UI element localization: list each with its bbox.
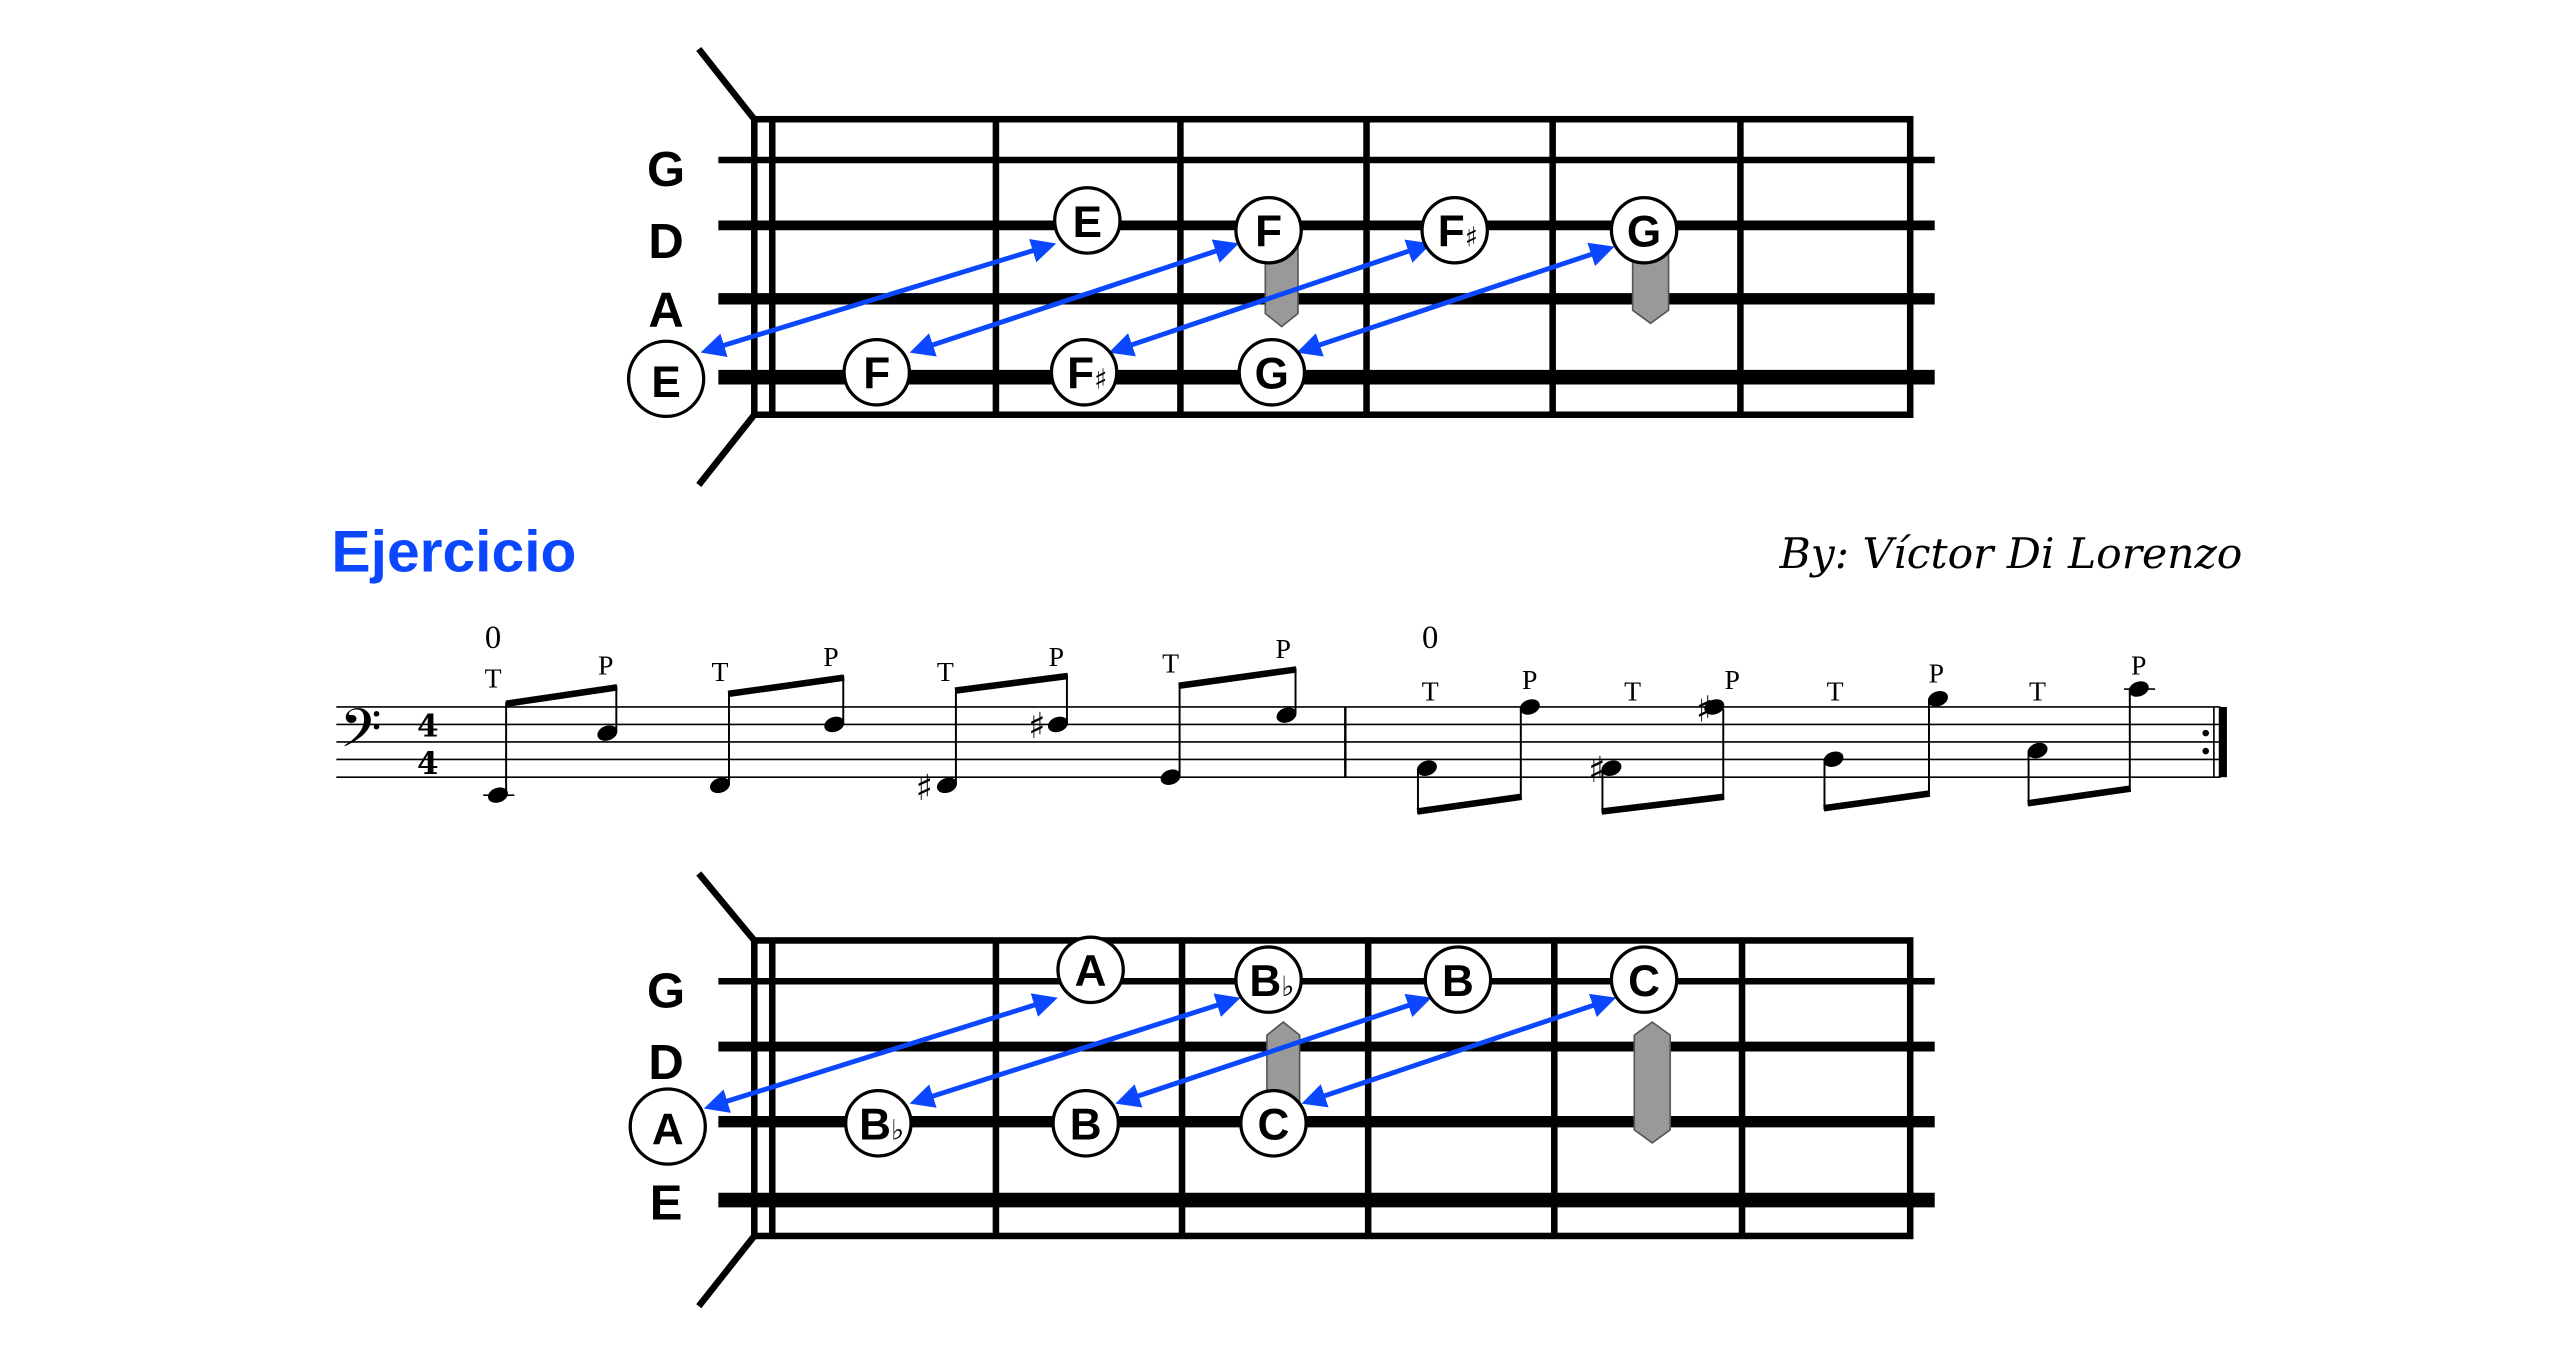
sharp-icon: ♯ bbox=[1696, 690, 1713, 731]
technique-label: T bbox=[1827, 676, 1844, 707]
time-signature-bottom: 4 bbox=[417, 746, 439, 782]
note-circle: E bbox=[1053, 186, 1122, 255]
fingering-number: 0 bbox=[1422, 620, 1438, 656]
repeat-end-barline bbox=[2202, 706, 2227, 778]
technique-label: T bbox=[1162, 649, 1179, 680]
svg-text:E: E bbox=[651, 358, 680, 407]
note-circle: F bbox=[842, 338, 912, 407]
strings bbox=[718, 978, 1935, 1208]
frets bbox=[768, 119, 1744, 415]
fretboard-frame bbox=[751, 937, 1914, 1240]
string-label-e: E bbox=[650, 1177, 683, 1231]
string-label-g: G bbox=[647, 964, 685, 1018]
string-label-g: G bbox=[647, 143, 685, 197]
svg-text:C: C bbox=[1628, 957, 1660, 1006]
headstock-edge bbox=[696, 412, 757, 487]
technique-label: P bbox=[1049, 642, 1064, 673]
svg-text:A: A bbox=[652, 1106, 684, 1155]
time-signature-top: 4 bbox=[417, 708, 439, 744]
open-string-note: E bbox=[626, 339, 706, 418]
music-staff: 𝄢 4 4 bbox=[336, 620, 2227, 815]
staff-lines bbox=[336, 706, 2221, 778]
author-signature: By: Víctor Di Lorenzo bbox=[1779, 530, 2243, 579]
sharp-icon: ♯ bbox=[1588, 750, 1605, 791]
note-circle: A bbox=[1056, 935, 1125, 1005]
svg-text:B♭: B♭ bbox=[1249, 957, 1294, 1006]
notes bbox=[483, 666, 2156, 815]
note-circle: B♭ bbox=[1234, 945, 1303, 1014]
sharp-icon: ♯ bbox=[915, 768, 932, 809]
fingering-number: 0 bbox=[485, 620, 501, 656]
svg-text:F♯: F♯ bbox=[1438, 208, 1478, 257]
svg-text:G: G bbox=[1255, 350, 1289, 399]
sharp-icon: ♯ bbox=[1028, 706, 1045, 747]
svg-text:G: G bbox=[1627, 208, 1661, 257]
technique-label: T bbox=[2029, 676, 2046, 707]
note-circle: B bbox=[1423, 945, 1493, 1014]
svg-text:B♭: B♭ bbox=[859, 1101, 904, 1150]
svg-text:C: C bbox=[1258, 1101, 1290, 1150]
technique-label: P bbox=[1276, 634, 1291, 665]
note-circle: C bbox=[1239, 1089, 1308, 1158]
open-string-note: A bbox=[628, 1087, 707, 1166]
fretboard-bottom: G D E A A B♭ B C B♭ B C bbox=[628, 871, 1935, 1309]
note-circle: C bbox=[1609, 945, 1679, 1014]
string-label-a: A bbox=[648, 284, 683, 338]
headstock-edge bbox=[696, 871, 757, 943]
technique-label: P bbox=[823, 642, 838, 673]
technique-label: T bbox=[937, 657, 954, 688]
svg-text:F♯: F♯ bbox=[1067, 350, 1107, 399]
string-label-d: D bbox=[648, 215, 683, 269]
note-circle: G bbox=[1237, 338, 1307, 407]
technique-label: P bbox=[598, 650, 613, 681]
technique-label: P bbox=[1929, 658, 1944, 689]
note-circle: F♯ bbox=[1049, 338, 1119, 407]
svg-text:B: B bbox=[1070, 1101, 1102, 1150]
note-circle: F bbox=[1234, 195, 1303, 265]
fretboard-top: G D A E E F F♯ G F F♯ G bbox=[626, 46, 1935, 487]
svg-text:E: E bbox=[1073, 198, 1102, 247]
technique-label: T bbox=[712, 657, 729, 688]
note-circle: B♭ bbox=[844, 1089, 913, 1158]
shift-arrows bbox=[703, 993, 1617, 1113]
headstock-edge bbox=[696, 1233, 757, 1309]
bass-clef-icon: 𝄢 bbox=[340, 698, 382, 774]
shift-bar bbox=[1633, 1021, 1672, 1144]
technique-label: T bbox=[1624, 676, 1641, 707]
technique-label: P bbox=[2131, 650, 2146, 681]
note-circle: G bbox=[1609, 195, 1679, 265]
svg-text:F: F bbox=[1255, 208, 1282, 257]
technique-label: T bbox=[1422, 676, 1439, 707]
svg-text:B: B bbox=[1442, 957, 1474, 1006]
technique-label: P bbox=[1522, 665, 1537, 696]
svg-text:F: F bbox=[863, 350, 890, 399]
svg-text:A: A bbox=[1075, 947, 1107, 996]
string-label-d: D bbox=[648, 1036, 683, 1090]
note-circle: B bbox=[1051, 1089, 1120, 1158]
technique-label: T bbox=[485, 663, 502, 694]
headstock-edge bbox=[696, 46, 757, 122]
shift-arrows bbox=[700, 238, 1615, 358]
technique-label: P bbox=[1725, 665, 1740, 696]
exercise-title: Ejercicio bbox=[331, 519, 576, 584]
note-circle: F♯ bbox=[1420, 195, 1489, 265]
